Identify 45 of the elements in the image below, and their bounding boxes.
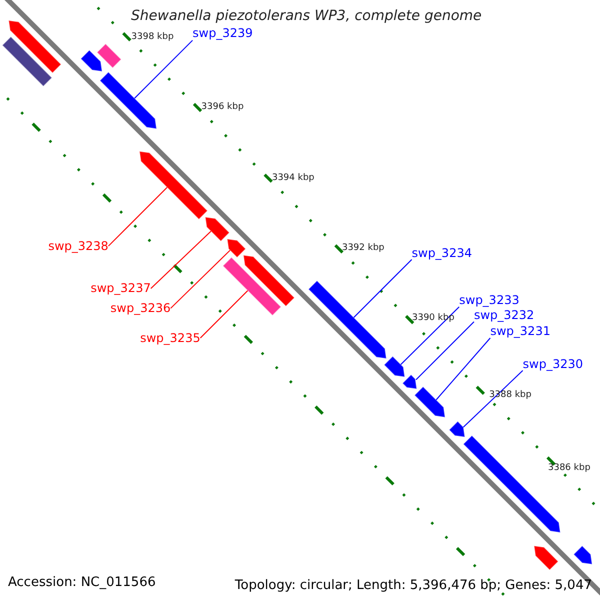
gene-label: swp_3231	[490, 324, 550, 338]
leader-line	[108, 186, 168, 247]
leader-line	[416, 321, 474, 380]
gene-label: swp_3234	[412, 246, 472, 260]
gene-block	[138, 150, 208, 220]
gene-block	[383, 356, 406, 378]
gene-block	[242, 254, 296, 307]
gene-block	[222, 256, 282, 316]
gene-label: swp_3233	[459, 292, 520, 307]
scale-label: 3392 kbp	[342, 243, 384, 253]
leader-line	[436, 338, 491, 400]
leader-line	[170, 250, 231, 309]
leader-line	[353, 259, 412, 318]
gene-label: swp_3239	[192, 26, 253, 40]
gene-block	[572, 545, 593, 565]
gene-label: swp_3235	[140, 330, 200, 345]
leader-line	[200, 290, 248, 338]
scale-label: 3386 kbp	[548, 462, 590, 473]
gene-block	[402, 374, 418, 390]
gene-block	[96, 43, 122, 69]
leader-line	[150, 230, 212, 289]
gene-block	[99, 71, 158, 130]
leader-line	[400, 306, 460, 366]
gene-label: swp_3237	[90, 281, 151, 296]
gene-block	[80, 50, 103, 72]
scale-label: 3394 kbp	[272, 172, 314, 183]
gene-block	[204, 216, 230, 242]
leader-line	[462, 370, 524, 428]
accession-text: Accession: NC_011566	[8, 575, 156, 590]
gene-label: swp_3238	[48, 239, 108, 254]
genome-summary: Topology: circular; Length: 5,396,476 bp; Genes: 5,047	[234, 578, 592, 593]
gene-block	[414, 386, 446, 418]
gene-block	[8, 20, 62, 74]
gene-label: swp_3236	[110, 301, 171, 316]
scale-label: 3398 kbp	[131, 32, 174, 42]
gene-label: swp_3230	[522, 356, 583, 371]
gene-block	[308, 280, 387, 360]
gene-label: swp_3232	[474, 308, 534, 322]
gene-block	[226, 238, 246, 258]
leader-line	[134, 40, 194, 99]
scale-label: 3396 kbp	[201, 102, 244, 112]
gene-block	[448, 420, 466, 438]
gene-block	[534, 545, 559, 571]
gene-block	[2, 36, 53, 87]
title: Shewanella piezotolerans WP3, complete genome	[131, 8, 482, 24]
